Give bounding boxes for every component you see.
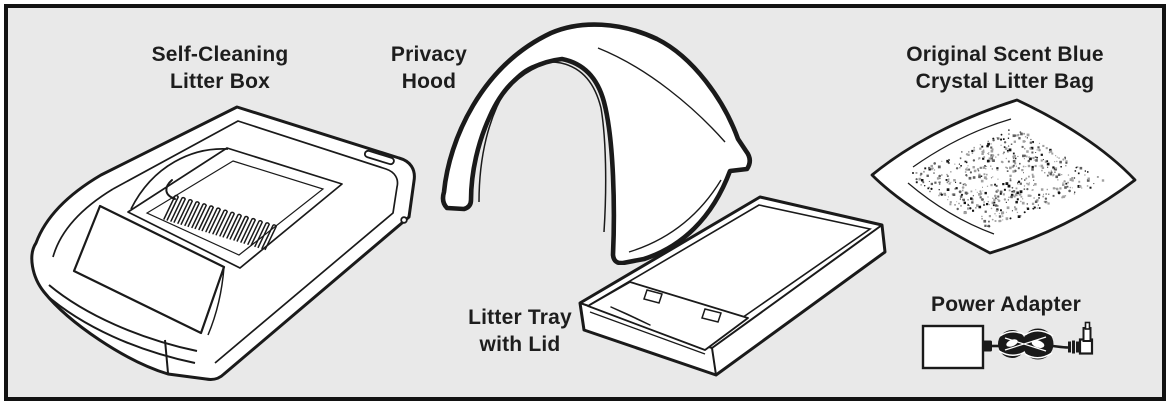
adapter-brick [921,324,985,370]
label-crystal-litter-bag-line2: Crystal Litter Bag [915,70,1095,93]
power-adapter-illustration [921,321,1094,370]
label-litter-box-line1: Self-Cleaning [151,43,289,66]
cord-segment-right [1052,344,1069,349]
front-lip-upper [48,284,198,352]
label-litter-tray: Litter Tray with Lid [410,304,630,358]
label-litter-box: Self-Cleaning Litter Box [90,41,350,95]
hood-side-crease [597,47,726,143]
tray-wall-corner [711,347,717,376]
front-step [164,339,169,374]
waste-cover [72,204,226,335]
label-privacy-hood: Privacy Hood [349,41,509,95]
bag-speckles [912,129,1105,228]
crystal-litter-bag-illustration [870,98,1137,255]
label-power-adapter-line1: Power Adapter [930,293,1082,316]
litter-box-bonnet-curve [130,148,229,210]
label-crystal-litter-bag: Original Scent Blue Crystal Litter Bag [845,41,1165,95]
litter-box-illustration [30,105,416,381]
privacy-hood-illustration [440,22,753,265]
lid-tab-2 [701,308,722,323]
front-lip-lower [44,293,196,364]
lid-fold-beak [610,306,651,326]
litter-box-inner-rim [112,120,399,364]
adapter-cord-nub [983,340,992,352]
label-privacy-hood-line1: Privacy [390,43,468,66]
bag-crease-top [912,118,1012,168]
hood-shell [440,22,753,265]
label-privacy-hood-line2: Hood [401,70,457,93]
plug-strain-relief [1068,340,1079,354]
hood-bottom-hem [628,179,722,253]
label-litter-tray-line1: Litter Tray [468,306,572,329]
lid-front-edge [589,311,706,355]
power-cord-coil [998,328,1054,360]
waste-cover-right-fold [207,266,225,336]
label-power-adapter: Power Adapter [886,291,1126,318]
barrel-plug [1078,321,1094,355]
diagram-frame: Self-Cleaning Litter Box Privacy Hood Or… [4,4,1166,401]
label-litter-tray-line2: with Lid [479,333,561,356]
handle-slot [363,149,395,166]
power-port-dot [400,216,408,224]
litter-tray-illustration [578,195,887,377]
litter-box-left-fold [52,188,114,258]
lid-tab-1 [643,289,663,304]
label-litter-box-line2: Litter Box [169,70,270,93]
hood-inner-arch-line [478,61,607,233]
bag-crease-bottom [907,182,995,235]
label-crystal-litter-bag-line1: Original Scent Blue [906,43,1104,66]
bag-outline [870,98,1137,255]
tray-lid [587,281,749,351]
litter-box-rake [163,179,277,251]
